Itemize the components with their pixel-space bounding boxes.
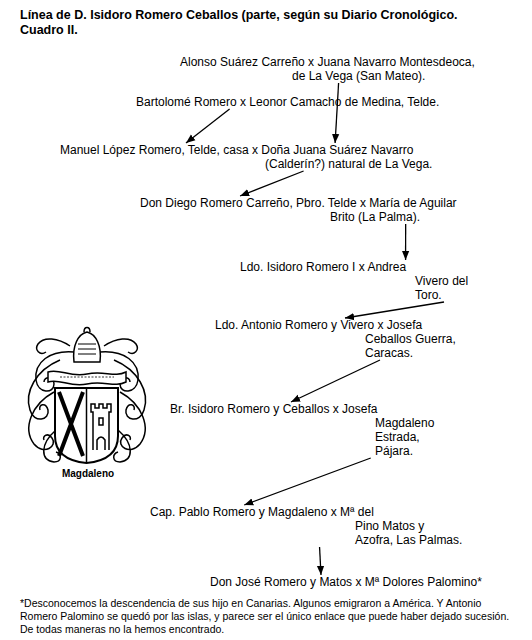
line-spacer	[425, 260, 480, 274]
descent-arrow	[320, 547, 321, 575]
couple-entry: Manuel López Romero, Telde, casa x Doña …	[60, 143, 480, 171]
diagram-title: Línea de D. Isidoro Romero Ceballos (par…	[20, 8, 480, 38]
couple-text: Ldo. Antonio Romero y Vivero x Josefa Ce…	[215, 318, 465, 360]
line-spacer	[470, 196, 485, 210]
couple-entry: Don Diego Romero Carreño, Pbro. Telde x …	[140, 196, 485, 224]
line-spacer	[385, 505, 464, 519]
couple-entry: Ldo. Antonio Romero y Vivero x Josefa Ce…	[215, 318, 465, 360]
descent-arrow	[405, 224, 406, 260]
descent-arrow	[244, 458, 371, 505]
descent-arrow	[335, 83, 339, 143]
line-spacer	[435, 318, 465, 332]
couple-entry: Bartolomé Romero x Leonor Camacho de Med…	[136, 95, 496, 109]
descent-arrow	[291, 360, 380, 402]
couple-text: Br. Isidoro Romero y Ceballos x Josefa M…	[170, 402, 445, 458]
couple-text: Don Diego Romero Carreño, Pbro. Telde x …	[140, 196, 485, 224]
descent-arrow	[345, 302, 444, 318]
couple-entry: Br. Isidoro Romero y Ceballos x Josefa M…	[170, 402, 445, 458]
couple-entry: Alonso Suárez Carreño x Juana Navarro Mo…	[180, 55, 485, 83]
footnote: *Desconocemos la descendencia de sus hij…	[20, 597, 515, 636]
descent-arrow	[240, 171, 304, 196]
descent-arrow	[186, 109, 230, 143]
couple-text: Ldo. Isidoro Romero I x Andrea Vivero de…	[240, 260, 480, 302]
couple-text: Cap. Pablo Romero y Magdaleno x Mª del P…	[150, 505, 464, 547]
arms-caption: Magdaleno	[40, 468, 136, 480]
line-spacer	[395, 402, 445, 416]
couple-text: Bartolomé Romero x Leonor Camacho de Med…	[136, 95, 496, 109]
coat-of-arms	[28, 328, 145, 464]
couple-entry: Ldo. Isidoro Romero I x Andrea Vivero de…	[240, 260, 480, 302]
couple-entry: Don José Romero y Matos x Mª Dolores Pal…	[210, 575, 510, 589]
couple-text: Alonso Suárez Carreño x Juana Navarro Mo…	[180, 55, 485, 83]
couple-entry: Cap. Pablo Romero y Magdaleno x Mª del P…	[150, 505, 464, 547]
couple-text: Manuel López Romero, Telde, casa x Doña …	[60, 143, 480, 171]
line-spacer	[440, 143, 480, 157]
couple-text: Don José Romero y Matos x Mª Dolores Pal…	[210, 575, 510, 589]
